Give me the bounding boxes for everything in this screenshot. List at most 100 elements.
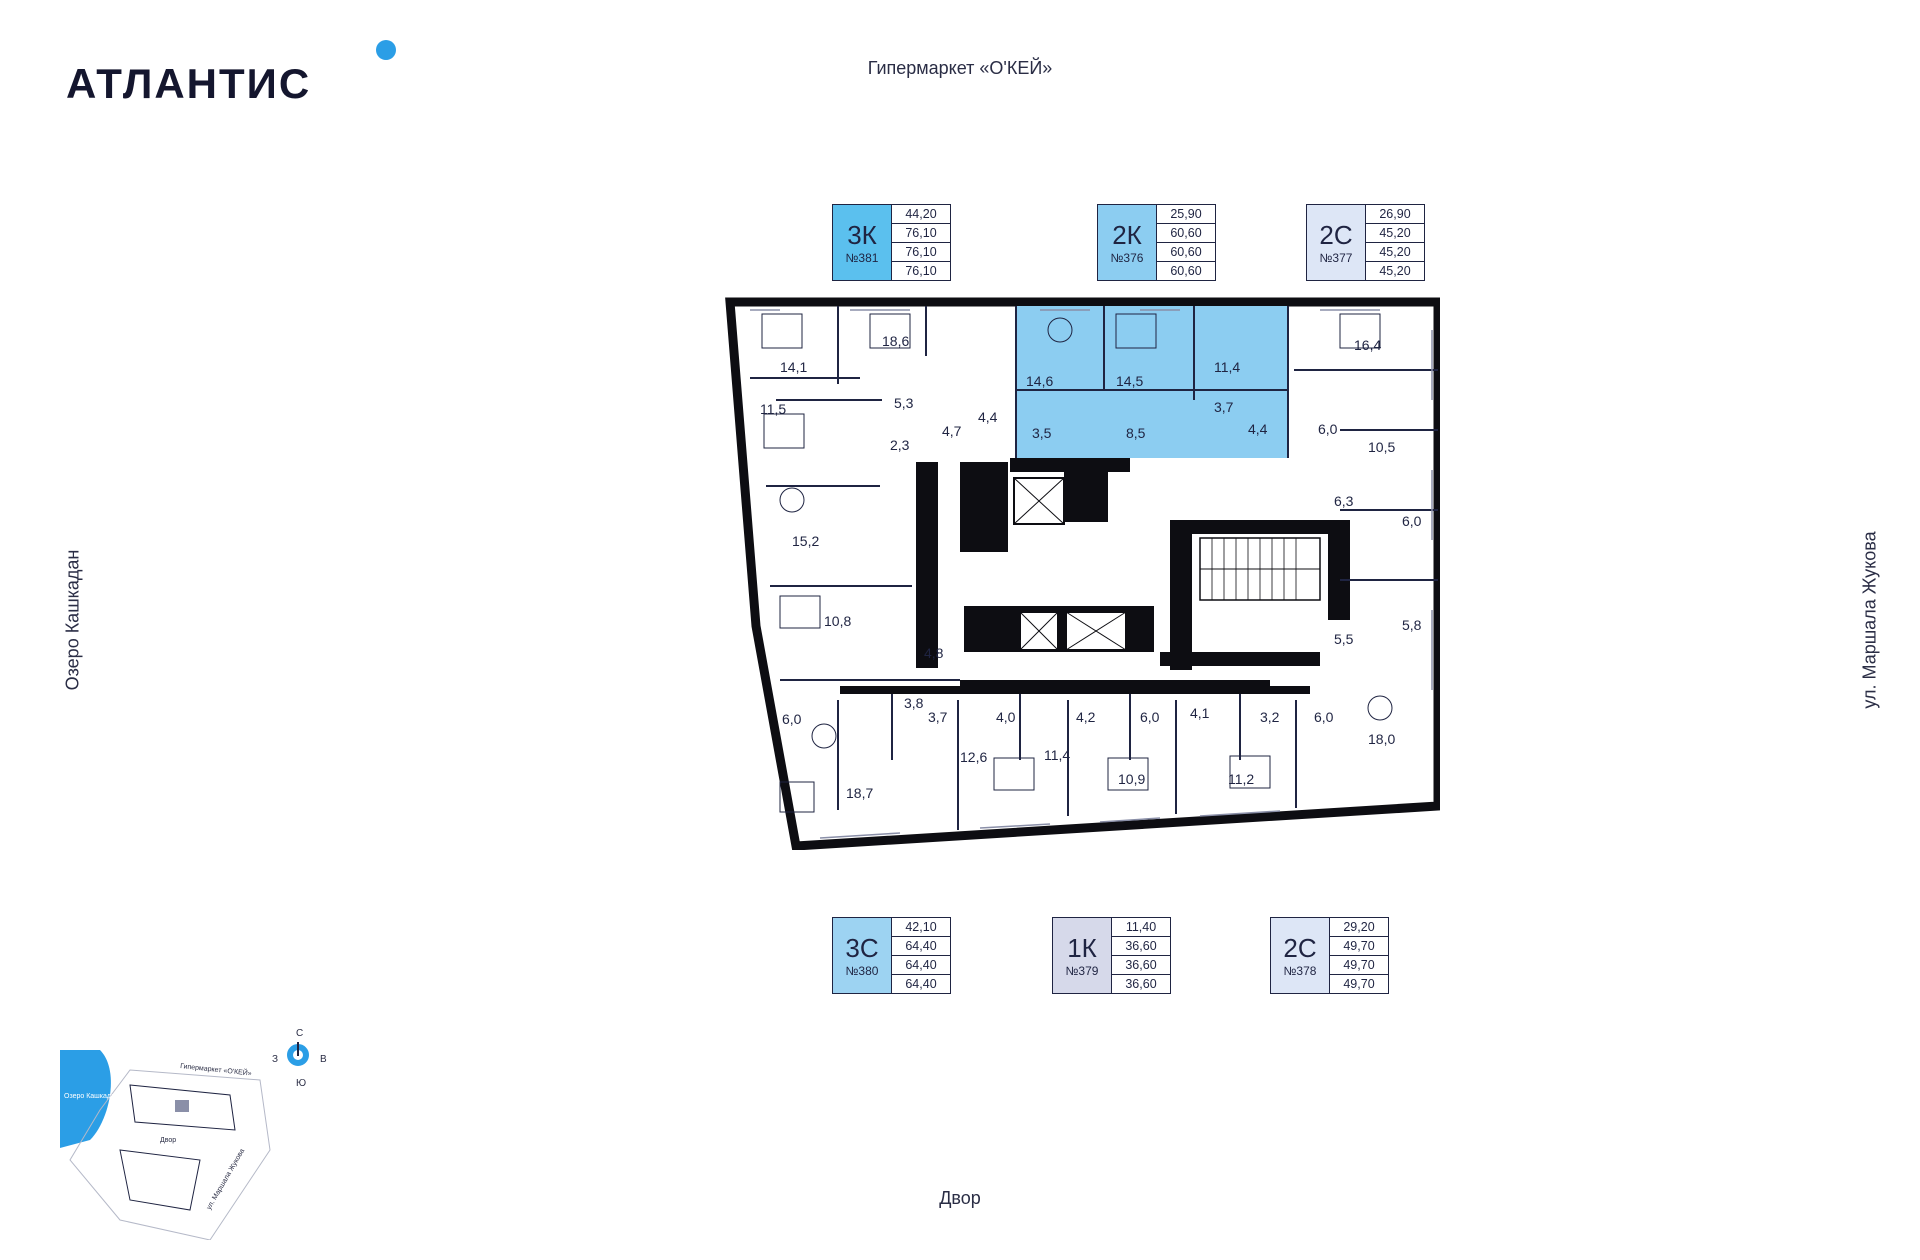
room-area: 3,7 — [1214, 399, 1234, 415]
room-area: 5,5 — [1334, 631, 1354, 647]
apartment-card-377[interactable]: 2С №377 26,90 45,20 45,20 45,20 — [1306, 204, 1425, 281]
minimap-yard-label: Двор — [160, 1137, 176, 1144]
room-area: 11,5 — [760, 401, 786, 417]
room-area: 6,0 — [782, 711, 802, 727]
apartment-card-378[interactable]: 2С №378 29,20 49,70 49,70 49,70 — [1270, 917, 1389, 994]
core-wall — [1160, 652, 1320, 666]
room-area: 6,0 — [1318, 421, 1338, 437]
room-area: 16,4 — [1354, 337, 1381, 353]
label-east: ул. Маршала Жукова — [1859, 531, 1880, 709]
room-area: 10,8 — [824, 613, 851, 629]
compass-east: В — [320, 1054, 327, 1065]
apartment-card-380[interactable]: 3С №380 42,10 64,40 64,40 64,40 — [832, 917, 951, 994]
apartment-area: 25,90 — [1157, 205, 1215, 224]
floor-plan: 14,1 18,6 14,6 14,5 11,4 16,4 11,5 5,3 4… — [725, 297, 1440, 850]
apartment-area: 44,20 — [892, 205, 950, 224]
logo-dot — [376, 40, 396, 60]
room-area: 11,4 — [1044, 747, 1070, 763]
furniture — [761, 313, 1393, 813]
core-wall — [1192, 520, 1342, 534]
apartment-area: 64,40 — [892, 956, 950, 975]
room-area: 4,1 — [1190, 705, 1210, 721]
apartment-area: 42,10 — [892, 918, 950, 937]
room-area: 2,3 — [890, 437, 910, 453]
stairs — [1199, 537, 1321, 601]
apartment-type: 2С — [1319, 219, 1353, 250]
apartment-area: 64,40 — [892, 937, 950, 956]
apartment-area: 29,20 — [1330, 918, 1388, 937]
room-area: 12,6 — [960, 749, 987, 765]
core-wall — [840, 686, 1310, 694]
compass-needle-icon — [297, 1042, 299, 1056]
apartment-head: 2С №377 — [1307, 205, 1366, 280]
room-area: 4,4 — [1248, 421, 1268, 437]
room-area: 6,0 — [1402, 513, 1422, 529]
highlighted-apartment — [1016, 306, 1288, 458]
windows — [750, 309, 1433, 839]
minimap-street-label: ул. Маршала Жукова — [206, 1148, 247, 1211]
apartment-area: 60,60 — [1157, 224, 1215, 243]
room-area: 3,5 — [1032, 425, 1052, 441]
core-wall — [1064, 462, 1108, 522]
room-area: 14,1 — [780, 359, 807, 375]
room-area: 18,0 — [1368, 731, 1395, 747]
core-wall — [1328, 520, 1350, 620]
room-area: 11,2 — [1228, 771, 1254, 787]
apartment-area: 76,10 — [905, 264, 937, 278]
apartment-area: 49,70 — [1330, 956, 1388, 975]
lake-shape — [60, 1050, 111, 1148]
room-area: 10,9 — [1118, 771, 1145, 787]
room-area: 11,4 — [1214, 359, 1240, 375]
compass-south: Ю — [296, 1078, 307, 1089]
apartment-area: 76,10 — [892, 243, 950, 262]
label-south: Двор — [939, 1188, 981, 1208]
room-area: 5,8 — [1402, 617, 1422, 633]
room-area: 4,8 — [924, 645, 944, 661]
apartment-area: 49,70 — [1330, 937, 1388, 956]
room-area: 3,8 — [904, 695, 924, 711]
room-area: 14,5 — [1116, 373, 1143, 389]
apartment-area: 45,20 — [1366, 243, 1424, 262]
apartment-area: 36,60 — [1125, 977, 1157, 991]
room-area: 8,5 — [1126, 425, 1146, 441]
apartment-card-376[interactable]: 2К №376 25,90 60,60 60,60 60,60 — [1097, 204, 1216, 281]
compass-west: З — [272, 1054, 279, 1065]
apartment-card-381[interactable]: 3К №381 44,20 76,10 76,10 76,10 — [832, 204, 951, 281]
apartment-number: №378 — [1283, 963, 1317, 978]
label-north: Гипермаркет «О'КЕЙ» — [867, 58, 1053, 78]
core-wall — [960, 462, 1008, 552]
room-area: 6,0 — [1314, 709, 1334, 725]
minimap-lake-label: Озеро Кашкадан — [64, 1093, 119, 1100]
core-wall — [916, 462, 938, 668]
apartment-number: №381 — [845, 250, 879, 265]
apartment-area: 49,70 — [1343, 977, 1375, 991]
room-area: 6,3 — [1334, 493, 1354, 509]
apartment-area: 36,60 — [1112, 956, 1170, 975]
apartment-number: №376 — [1110, 250, 1144, 265]
apartment-area: 26,90 — [1366, 205, 1424, 224]
compass: С Ю З В — [268, 1028, 338, 1090]
interior-walls — [750, 306, 1438, 830]
room-area: 10,5 — [1368, 439, 1395, 455]
apartment-type: 3К — [847, 219, 877, 250]
room-area: 6,0 — [1140, 709, 1160, 725]
core-wall — [1170, 520, 1192, 670]
room-area: 5,3 — [894, 395, 914, 411]
label-west: Озеро Кашкадан — [62, 549, 83, 691]
apartment-head: 2С №378 — [1271, 918, 1330, 993]
brand-name: АТЛАНТИС — [66, 60, 312, 107]
apartment-number: №377 — [1319, 250, 1353, 265]
apartment-type: 2К — [1112, 219, 1142, 250]
room-area: 18,6 — [882, 333, 909, 349]
apartment-area: 64,40 — [905, 977, 937, 991]
apartment-head: 2К №376 — [1098, 205, 1157, 280]
apartment-number: №379 — [1065, 963, 1099, 978]
apartment-area: 60,60 — [1170, 264, 1202, 278]
building-block — [119, 1149, 201, 1211]
apartment-area: 76,10 — [892, 224, 950, 243]
apartment-type: 3С — [845, 932, 879, 963]
apartment-card-379[interactable]: 1К №379 11,40 36,60 36,60 36,60 — [1052, 917, 1171, 994]
room-area: 4,0 — [996, 709, 1016, 725]
apartment-number: №380 — [845, 963, 879, 978]
room-area: 3,7 — [928, 709, 948, 725]
